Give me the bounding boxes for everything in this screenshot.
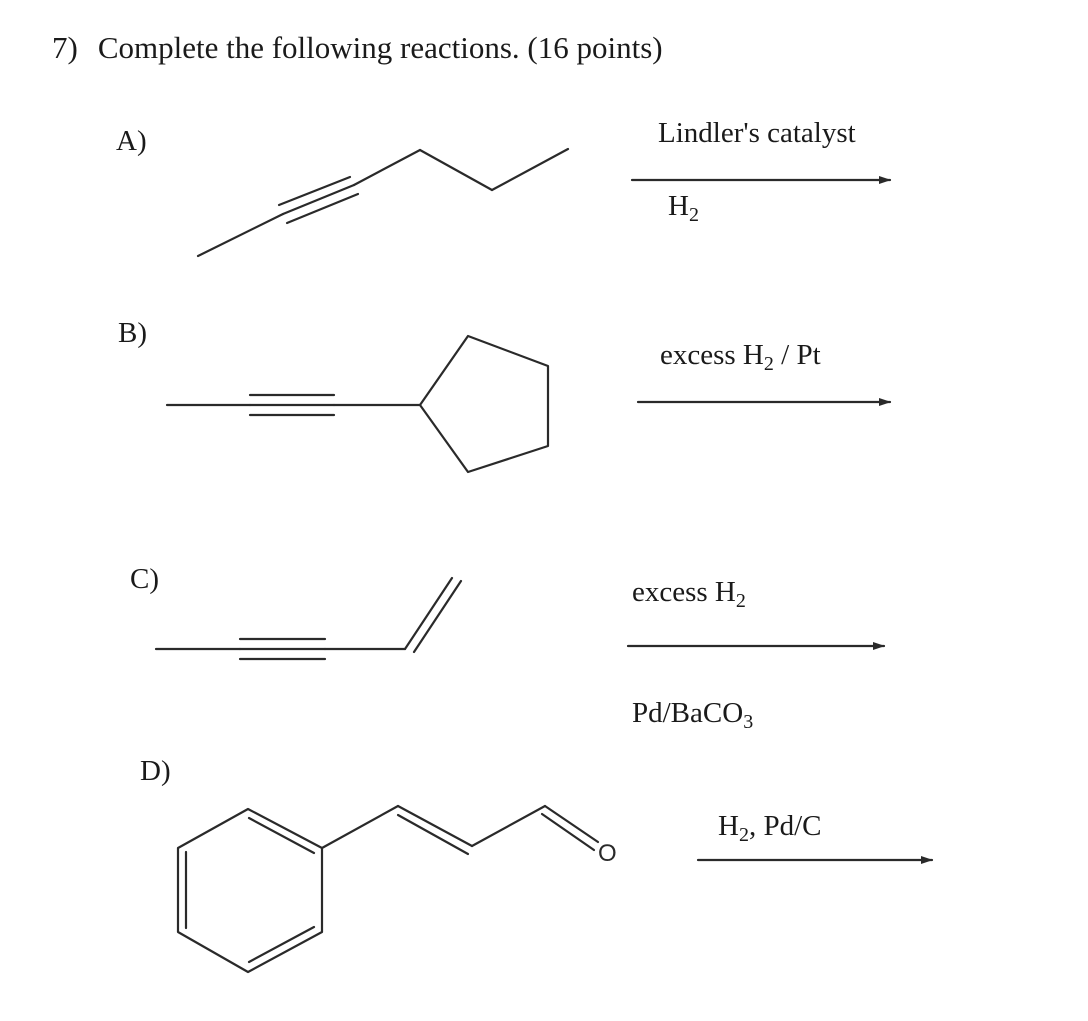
reaction-a-structure [196, 147, 570, 258]
reaction-b-structure [165, 334, 550, 474]
reaction-c-label: C) [130, 563, 159, 595]
reaction-d-structure: O [176, 804, 617, 974]
double-bond-b [412, 579, 463, 654]
reaction-c-structure [154, 576, 463, 661]
benzene-ring [176, 807, 324, 974]
double-bond-a [403, 576, 454, 651]
oxygen-atom: O [598, 840, 617, 867]
alkene-bond [396, 804, 474, 848]
reaction-b-label: B) [118, 317, 147, 349]
triple-bond-lower [285, 192, 360, 225]
reaction-a-label: A) [116, 125, 147, 157]
bond [490, 147, 570, 192]
reaction-c-reagent-bottom: Pd/BaCO3 [632, 697, 754, 733]
triple-bond-upper [277, 175, 352, 207]
reaction-c-reagent-top: excess H2 [632, 576, 746, 612]
cyclopentane-ring [418, 334, 550, 474]
reaction-a-reagent-bottom: H2 [668, 190, 699, 226]
ring-double-bond [247, 816, 316, 855]
carbonyl-bond-a [543, 804, 600, 844]
question-text: Complete the following reactions. (16 po… [97, 30, 663, 65]
alkene-bond-inner [396, 813, 470, 856]
ring-double-bond [247, 925, 316, 964]
reaction-d-reagent: H2, Pd/C [718, 810, 822, 846]
question-heading: 7) Complete the following reactions. (16 … [52, 30, 663, 66]
carbonyl-bond-b [540, 812, 596, 852]
bond [352, 148, 422, 187]
bond [320, 804, 400, 850]
bond [196, 212, 285, 258]
bond [470, 804, 547, 848]
reaction-a-reagent-top: Lindler's catalyst [658, 117, 856, 149]
bond [418, 148, 494, 192]
reaction-d-label: D) [140, 755, 171, 787]
triple-bond-center [281, 183, 356, 216]
reaction-b-reagent: excess H2 / Pt [660, 339, 821, 375]
question-number: 7) [52, 30, 78, 65]
